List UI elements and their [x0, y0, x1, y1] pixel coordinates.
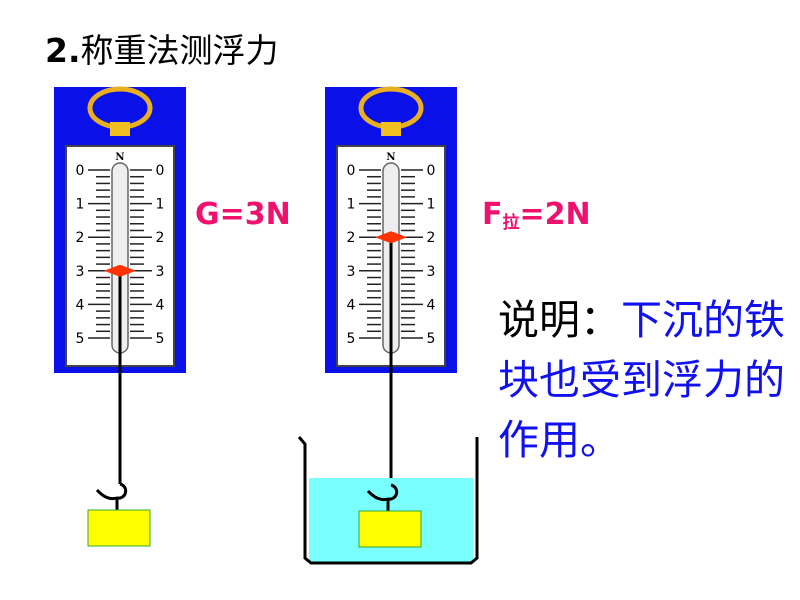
weight-label: G=3N	[195, 197, 291, 232]
scale-label: 4	[156, 297, 165, 313]
pointer	[104, 264, 136, 277]
slide-title: 2.称重法测浮力	[45, 31, 279, 70]
tension-label: F拉=2N	[482, 197, 591, 233]
scale-label: 5	[76, 331, 85, 347]
hook	[95, 482, 128, 501]
scale-label: 3	[76, 264, 85, 280]
beaker	[297, 436, 479, 565]
scale-label: 1	[347, 197, 356, 213]
unit-label: N	[115, 152, 124, 163]
explanation-text: 说明：下沉的铁块也受到浮力的作用。	[498, 296, 785, 464]
pointer	[375, 231, 407, 244]
scale-label: 1	[156, 197, 165, 213]
scale-label: 4	[427, 297, 436, 313]
scale-label: 5	[427, 331, 436, 347]
scale-label: 0	[156, 163, 165, 179]
spring-scale-in-water: N 0 0 1 1 2 2 3 3 4 4 5 5	[297, 86, 479, 565]
scale-label: 5	[156, 331, 165, 347]
scale-label: 0	[347, 163, 356, 179]
scale-label: 1	[427, 197, 436, 213]
ring-clasp	[381, 122, 401, 136]
iron-block	[358, 510, 422, 548]
spring-scale-in-air: N 0 0 1 1 2 2 3 3 4 4 5 5	[54, 86, 186, 547]
scale-label: 0	[427, 163, 436, 179]
unit-label: N	[386, 152, 395, 163]
scale-label: 0	[76, 163, 85, 179]
scale-label: 5	[347, 331, 356, 347]
scale-label: 2	[427, 230, 436, 246]
iron-block	[87, 509, 151, 547]
scale-label: 1	[76, 197, 85, 213]
scale-label: 3	[427, 264, 436, 280]
scale-label: 2	[76, 230, 85, 246]
scale-label: 3	[347, 264, 356, 280]
scale-label: 4	[347, 297, 356, 313]
scale-label: 2	[347, 230, 356, 246]
scale-label: 4	[76, 297, 85, 313]
scale-label: 2	[156, 230, 165, 246]
ring-clasp	[110, 122, 130, 136]
scale-label: 3	[156, 264, 165, 280]
